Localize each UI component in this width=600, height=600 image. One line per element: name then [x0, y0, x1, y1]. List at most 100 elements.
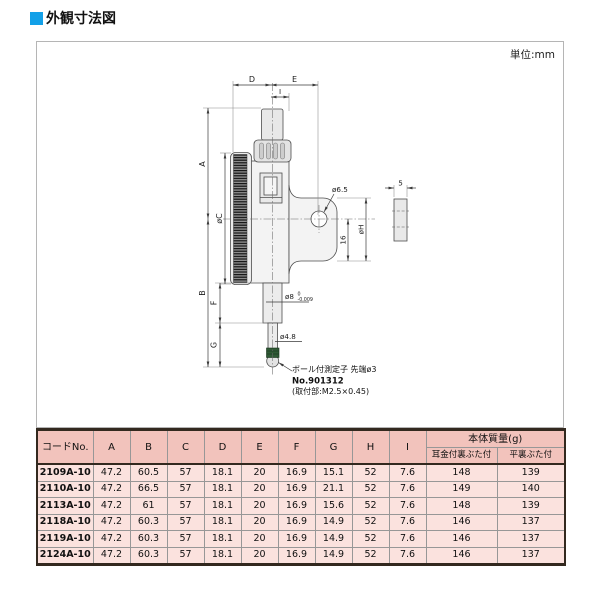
dim-label-i: I — [279, 87, 281, 96]
value-cell: 18.1 — [203, 463, 242, 482]
page-title: 外観寸法図 — [30, 8, 116, 28]
value-cell: 20 — [240, 546, 279, 565]
value-cell: 16.9 — [277, 480, 316, 498]
value-cell: 146 — [425, 546, 498, 565]
column-header-e: E — [240, 429, 279, 465]
dim-label-f: F — [210, 300, 219, 305]
value-cell: 149 — [425, 480, 498, 498]
column-header-g: G — [314, 429, 353, 465]
value-cell: 52 — [351, 497, 390, 515]
indicator-body-group — [230, 108, 408, 368]
dim-label-thickness: 5 — [398, 179, 403, 188]
value-cell: 7.6 — [388, 530, 427, 548]
value-cell: 20 — [240, 497, 279, 515]
value-cell: 148 — [425, 497, 498, 515]
mounting-lug — [288, 184, 338, 275]
code-cell: 2110A-10 — [36, 480, 94, 498]
value-cell: 16.9 — [277, 546, 316, 565]
value-cell: 52 — [351, 530, 390, 548]
value-cell: 148 — [425, 463, 498, 482]
value-cell: 146 — [425, 530, 498, 548]
code-cell: 2109A-10 — [36, 463, 94, 482]
value-cell: 14.9 — [314, 530, 353, 548]
value-cell: 16.9 — [277, 530, 316, 548]
note-part-number: No.901312 — [292, 377, 344, 387]
column-header-f: F — [277, 429, 316, 465]
value-cell: 60.5 — [129, 463, 168, 482]
bezel-knurl — [233, 154, 248, 283]
column-header-i: I — [388, 429, 427, 465]
stem-tolerance-lower: -0.009 — [298, 297, 313, 303]
value-cell: 18.1 — [203, 497, 242, 515]
value-cell: 18.1 — [203, 480, 242, 498]
value-cell: 140 — [496, 480, 566, 498]
value-cell: 7.6 — [388, 480, 427, 498]
column-header-mass-lug-back: 耳金付裏ぶた付 — [425, 447, 498, 465]
value-cell: 60.3 — [129, 546, 168, 565]
unit-label: 単位:mm — [510, 49, 555, 61]
value-cell: 57 — [166, 513, 205, 531]
note-contact-point: ボール付測定子 先端ø3 — [292, 364, 377, 374]
value-cell: 15.1 — [314, 463, 353, 482]
value-cell: 137 — [496, 513, 566, 531]
dim-label-lug-height: øH — [357, 225, 366, 235]
value-cell: 21.1 — [314, 480, 353, 498]
value-cell: 47.2 — [92, 546, 131, 565]
lug-side-view — [393, 198, 408, 242]
value-cell: 47.2 — [92, 463, 131, 482]
dim-label-g: G — [210, 342, 219, 348]
dim-label-spindle-dia: ø4.8 — [280, 332, 296, 341]
value-cell: 137 — [496, 546, 566, 565]
value-cell: 7.6 — [388, 463, 427, 482]
stem-tolerance-upper: 0 — [298, 292, 301, 298]
value-cell: 18.1 — [203, 546, 242, 565]
dim-label-c: øC — [215, 213, 224, 224]
value-cell: 57 — [166, 497, 205, 515]
value-cell: 139 — [496, 497, 566, 515]
code-cell: 2119A-10 — [36, 530, 94, 548]
value-cell: 47.2 — [92, 497, 131, 515]
column-header-mass: 本体質量(g) — [425, 429, 566, 448]
code-cell: 2113A-10 — [36, 497, 94, 515]
value-cell: 57 — [166, 546, 205, 565]
value-cell: 139 — [496, 463, 566, 482]
value-cell: 52 — [351, 463, 390, 482]
dimension-lines — [206, 83, 416, 372]
value-cell: 16.9 — [277, 513, 316, 531]
value-cell: 14.9 — [314, 513, 353, 531]
dimension-diagram-box: 単位:mm — [36, 41, 564, 428]
dimension-table: コードNo. A B C D E F G H I 本体質量(g) 耳金付裏ぶた付… — [36, 428, 566, 566]
column-header-b: B — [129, 429, 168, 465]
value-cell: 57 — [166, 530, 205, 548]
code-cell: 2118A-10 — [36, 513, 94, 531]
dim-label-a: A — [198, 161, 207, 167]
value-cell: 57 — [166, 480, 205, 498]
value-cell: 16.9 — [277, 463, 316, 482]
note-mount-thread: (取付部:M2.5×0.45) — [292, 386, 369, 396]
top-cap — [261, 108, 284, 141]
value-cell: 20 — [240, 530, 279, 548]
value-cell: 47.2 — [92, 513, 131, 531]
section-bullet-icon — [30, 11, 43, 25]
value-cell: 16.9 — [277, 497, 316, 515]
value-cell: 18.1 — [203, 513, 242, 531]
column-header-c: C — [166, 429, 205, 465]
dim-label-hole-dia: ø6.5 — [332, 185, 348, 194]
value-cell: 66.5 — [129, 480, 168, 498]
dim-label-d: D — [249, 75, 255, 84]
dial-indicator-drawing: D E I A B øC F G ø6.5 16 øH 5 ø8 0 -0.00… — [198, 75, 416, 396]
value-cell: 47.2 — [92, 480, 131, 498]
value-cell: 52 — [351, 513, 390, 531]
value-cell: 47.2 — [92, 530, 131, 548]
dim-label-e: E — [292, 75, 297, 84]
value-cell: 18.1 — [203, 530, 242, 548]
value-cell: 61 — [129, 497, 168, 515]
column-header-d: D — [203, 429, 242, 465]
